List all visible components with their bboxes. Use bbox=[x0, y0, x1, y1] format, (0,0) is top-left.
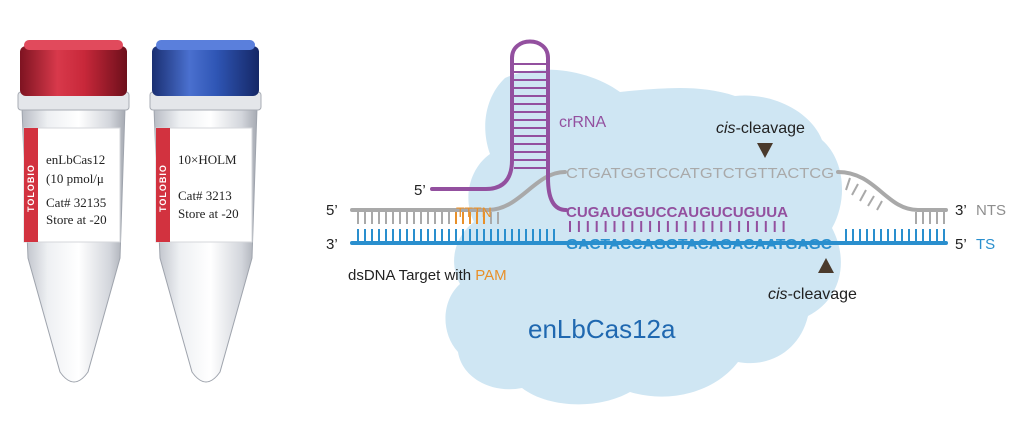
cap bbox=[20, 46, 127, 96]
base-pairs-left bbox=[357, 212, 555, 241]
crrna-hairpin-rungs bbox=[514, 63, 546, 169]
brand-stripe bbox=[24, 128, 38, 242]
cap bbox=[152, 46, 259, 96]
cis-cleavage-label-top: cis-cleavage bbox=[716, 120, 805, 137]
cleavage-rest: -cleavage bbox=[788, 286, 857, 303]
ts-label: TS bbox=[976, 236, 995, 253]
crrna-backbone bbox=[430, 39, 568, 212]
nts-backbone-displaced bbox=[486, 170, 567, 212]
cap-top bbox=[24, 40, 123, 50]
label-line-3: Cat# 32135 bbox=[46, 195, 106, 210]
ts-3prime: 3’ bbox=[326, 236, 338, 253]
crrna-ts-pairs bbox=[569, 221, 785, 232]
tube-red-cap: TOLOBIO enLbCas12 (10 pmol/μ Cat# 32135 … bbox=[17, 40, 130, 383]
crrna-label: crRNA bbox=[559, 114, 606, 131]
dsdna-target-label: dsDNA Target with PAM bbox=[348, 267, 507, 284]
tube-label bbox=[155, 127, 253, 243]
nts-backbone-rejoin bbox=[836, 170, 920, 212]
dsdna-target-text: dsDNA Target with bbox=[348, 267, 475, 284]
label-line-1: enLbCas12 bbox=[46, 152, 105, 167]
protein-blob bbox=[445, 69, 843, 405]
label-line-2: (10 pmol/μ bbox=[46, 171, 104, 186]
ts-5prime: 5’ bbox=[955, 236, 967, 253]
cap-top bbox=[156, 40, 255, 50]
brand-stripe bbox=[156, 128, 170, 242]
crrna-5prime: 5’ bbox=[414, 182, 426, 199]
cis-italic: cis bbox=[716, 120, 736, 137]
protein-label: enLbCas12a bbox=[528, 314, 676, 344]
dsdna-target-pam: PAM bbox=[475, 267, 506, 284]
nts-label: NTS bbox=[976, 202, 1006, 219]
base-pairs-right bbox=[845, 212, 945, 241]
ts-sequence: GACTACCAGGTACAGACAATGAGC bbox=[566, 236, 832, 253]
cis-cleavage-arrow-bottom bbox=[818, 258, 834, 273]
nts-sequence: CTGATGGTCCATGTCTGTTACTCG bbox=[566, 165, 834, 182]
label-line-4: Store at -20 bbox=[178, 206, 239, 221]
crrna-sequence: CUGAUGGUCCAUGUCUGUUA bbox=[566, 204, 788, 221]
nts-5prime: 5’ bbox=[326, 202, 338, 219]
brand-text: TOLOBIO bbox=[158, 164, 168, 212]
base-pairs-curve bbox=[845, 177, 883, 211]
cis-italic: cis bbox=[768, 286, 788, 303]
nts-3prime: 3’ bbox=[955, 202, 967, 219]
tube-blue-cap: TOLOBIO 10×HOLM Cat# 3213 Store at -20 bbox=[149, 40, 262, 383]
pam-sequence: TTTN bbox=[456, 204, 492, 220]
label-line-1: 10×HOLM bbox=[178, 152, 237, 167]
cleavage-rest: -cleavage bbox=[736, 120, 805, 137]
label-line-3: Cat# 3213 bbox=[178, 188, 232, 203]
cis-cleavage-arrow-top bbox=[757, 143, 773, 158]
brand-text: TOLOBIO bbox=[26, 164, 36, 212]
label-line-4: Store at -20 bbox=[46, 212, 107, 227]
cis-cleavage-label-bottom: cis-cleavage bbox=[768, 286, 857, 303]
tube-label bbox=[23, 127, 121, 243]
